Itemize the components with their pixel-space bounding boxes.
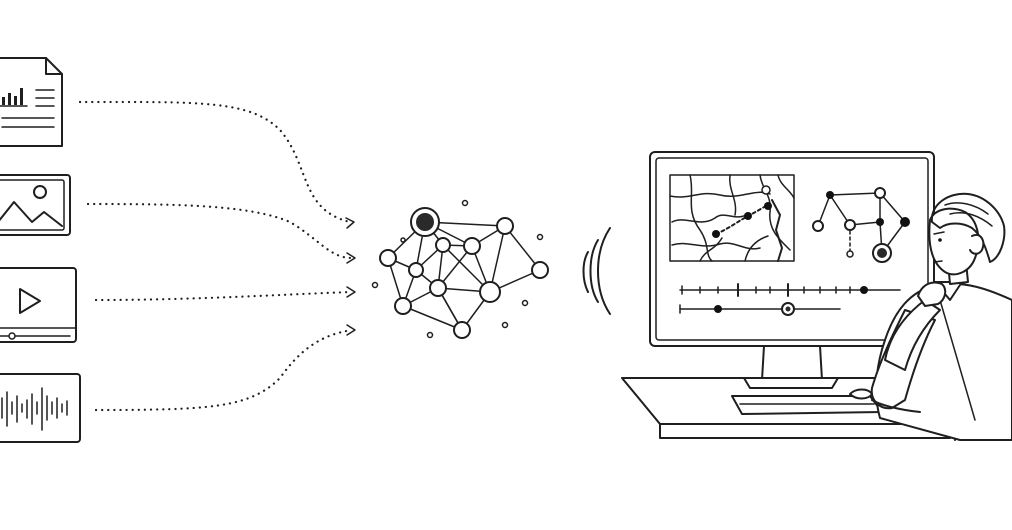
- flow-line-video: [94, 290, 354, 302]
- flow-line-document: [78, 100, 352, 224]
- wireless-signal-icon: [582, 227, 611, 315]
- screen-timeline: [679, 283, 901, 316]
- person: [849, 192, 1012, 441]
- workstation-icon: [621, 151, 1012, 441]
- document-chart-icon: [0, 57, 63, 147]
- image-icon: [0, 174, 71, 236]
- screen-map: [669, 174, 795, 262]
- neural-network-icon: [371, 199, 549, 339]
- flow-line-audio: [94, 328, 354, 412]
- audio-waveform-icon: [0, 373, 81, 443]
- keyboard: [731, 395, 883, 415]
- flow-line-image: [86, 202, 354, 260]
- video-play-icon: [0, 267, 77, 343]
- flow-connectors: [78, 100, 354, 412]
- monitor-stand: [743, 345, 839, 389]
- screen-graph: [812, 187, 910, 263]
- flow-arrowheads: [345, 217, 356, 336]
